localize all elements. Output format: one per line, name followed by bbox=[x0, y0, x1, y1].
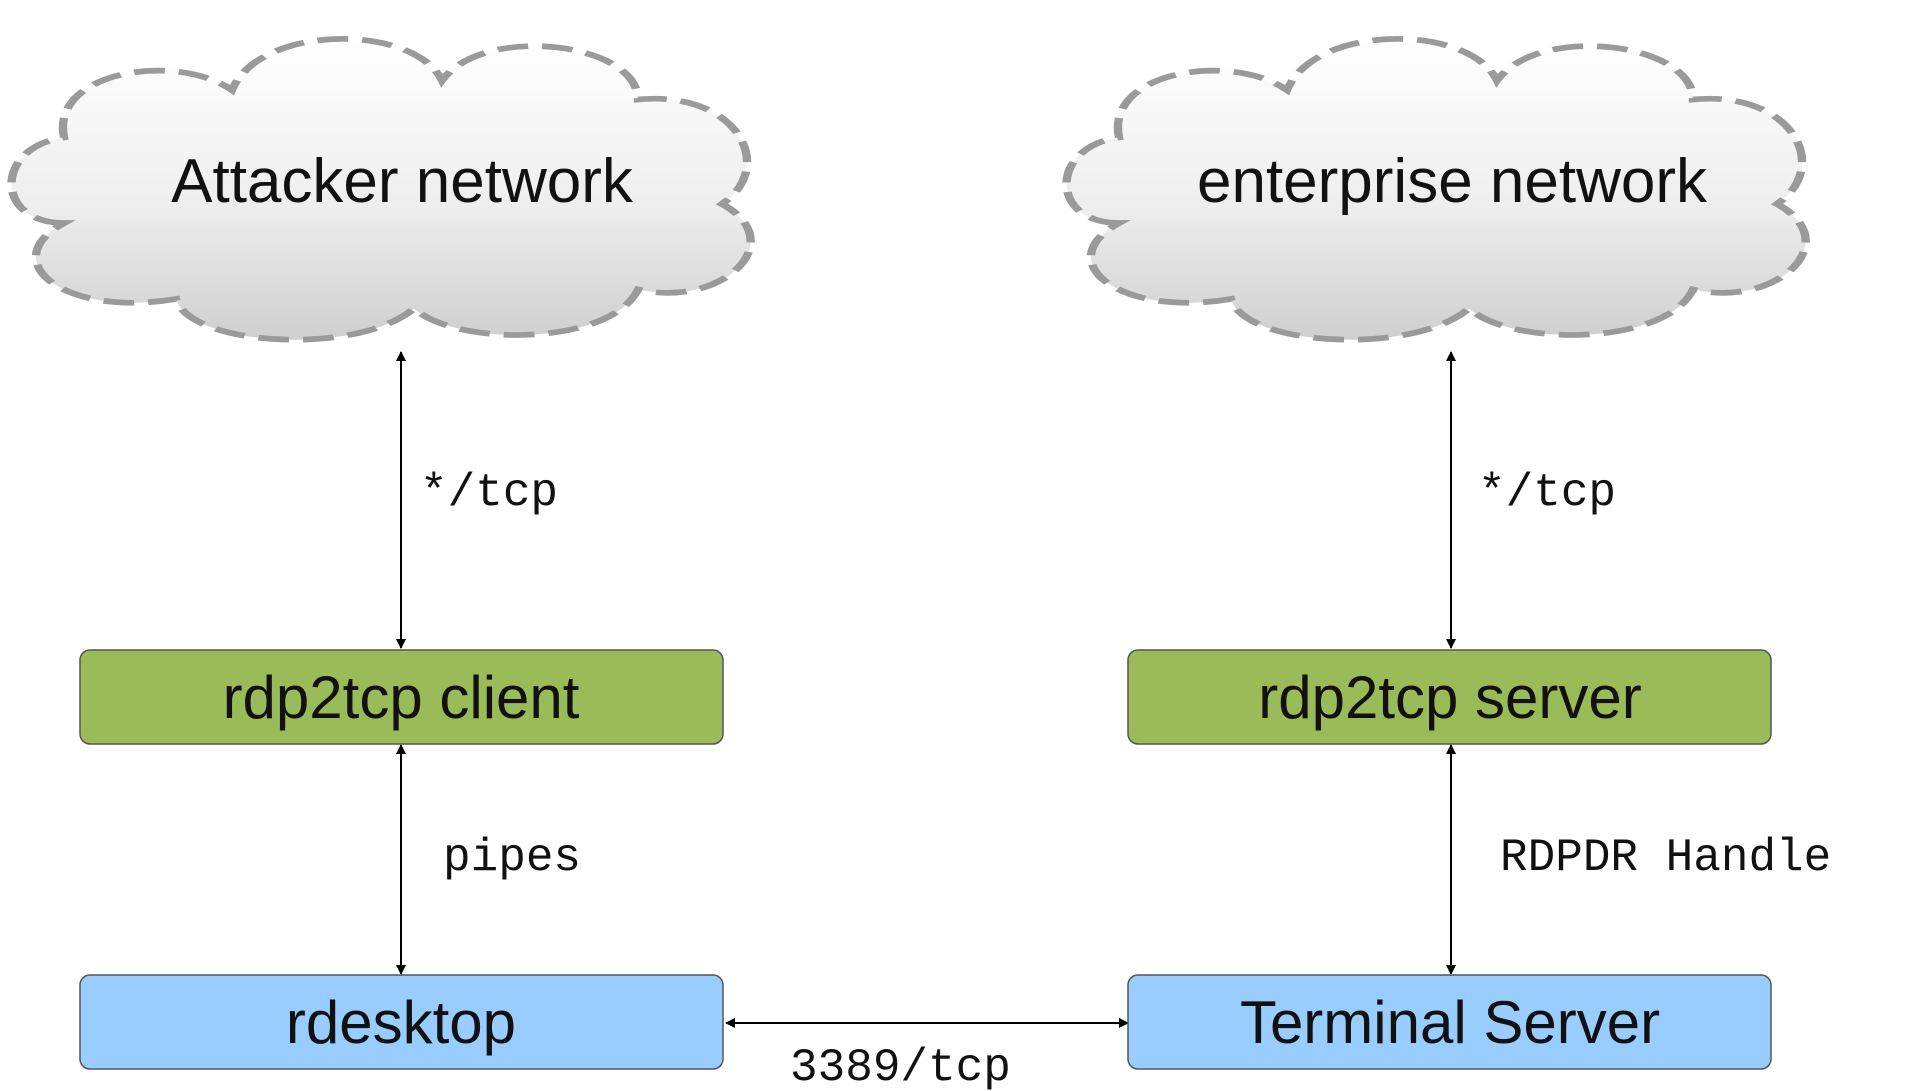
node-rdp2tcp-server: rdp2tcp server bbox=[1127, 649, 1772, 745]
cloud-icon bbox=[7, 36, 755, 343]
edge-label-rdesktop-terminal: 3389/tcp bbox=[790, 1042, 1011, 1091]
node-terminal-server: Terminal Server bbox=[1127, 974, 1772, 1070]
node-label-terminal-server: Terminal Server bbox=[1240, 989, 1660, 1056]
edge-label-client-rdesktop: pipes bbox=[443, 832, 581, 884]
edge-label-attacker-client: */tcp bbox=[420, 467, 558, 519]
edge-label-enterprise-server: */tcp bbox=[1478, 467, 1616, 519]
cloud-icon bbox=[1062, 36, 1810, 343]
cloud-label-enterprise: enterprise network bbox=[1197, 147, 1708, 216]
node-rdesktop: rdesktop bbox=[79, 974, 724, 1070]
node-label-rdp2tcp-client: rdp2tcp client bbox=[223, 664, 580, 731]
node-box bbox=[79, 649, 724, 745]
cloud-enterprise-network: enterprise network bbox=[1062, 36, 1810, 343]
node-label-rdp2tcp-server: rdp2tcp server bbox=[1258, 664, 1642, 731]
cloud-attacker-network: Attacker network bbox=[7, 36, 755, 343]
cloud-label-attacker: Attacker network bbox=[171, 147, 634, 216]
edge-label-server-terminal: RDPDR Handle bbox=[1500, 832, 1831, 884]
node-box bbox=[1127, 974, 1772, 1070]
node-box bbox=[1127, 649, 1772, 745]
node-box bbox=[79, 974, 724, 1070]
node-label-rdesktop: rdesktop bbox=[286, 989, 516, 1056]
node-rdp2tcp-client: rdp2tcp client bbox=[79, 649, 724, 745]
